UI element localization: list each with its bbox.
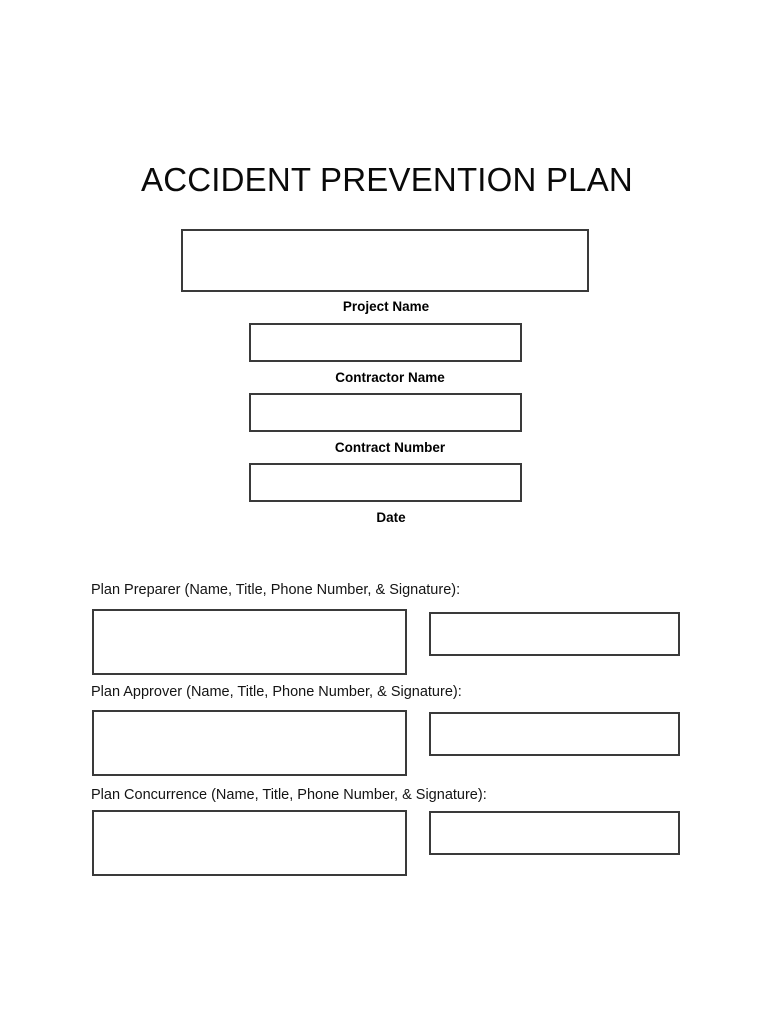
contractor-name-field[interactable] [249,323,522,362]
plan-concurrence-signature-field[interactable] [429,811,680,855]
date-field[interactable] [249,463,522,502]
plan-preparer-details-field[interactable] [92,609,407,675]
plan-approver-label: Plan Approver (Name, Title, Phone Number… [91,684,462,700]
project-name-label: Project Name [342,299,430,314]
plan-approver-details-field[interactable] [92,710,407,776]
date-label: Date [376,510,406,525]
page-title: ACCIDENT PREVENTION PLAN [141,161,633,198]
plan-preparer-label: Plan Preparer (Name, Title, Phone Number… [91,582,461,598]
plan-approver-signature-field[interactable] [429,712,680,756]
plan-concurrence-details-field[interactable] [92,810,407,876]
contract-number-label: Contract Number [334,440,446,455]
plan-concurrence-label: Plan Concurrence (Name, Title, Phone Num… [91,787,487,803]
contractor-name-label: Contractor Name [335,370,445,385]
plan-preparer-signature-field[interactable] [429,612,680,656]
project-name-field[interactable] [181,229,589,292]
contract-number-field[interactable] [249,393,522,432]
